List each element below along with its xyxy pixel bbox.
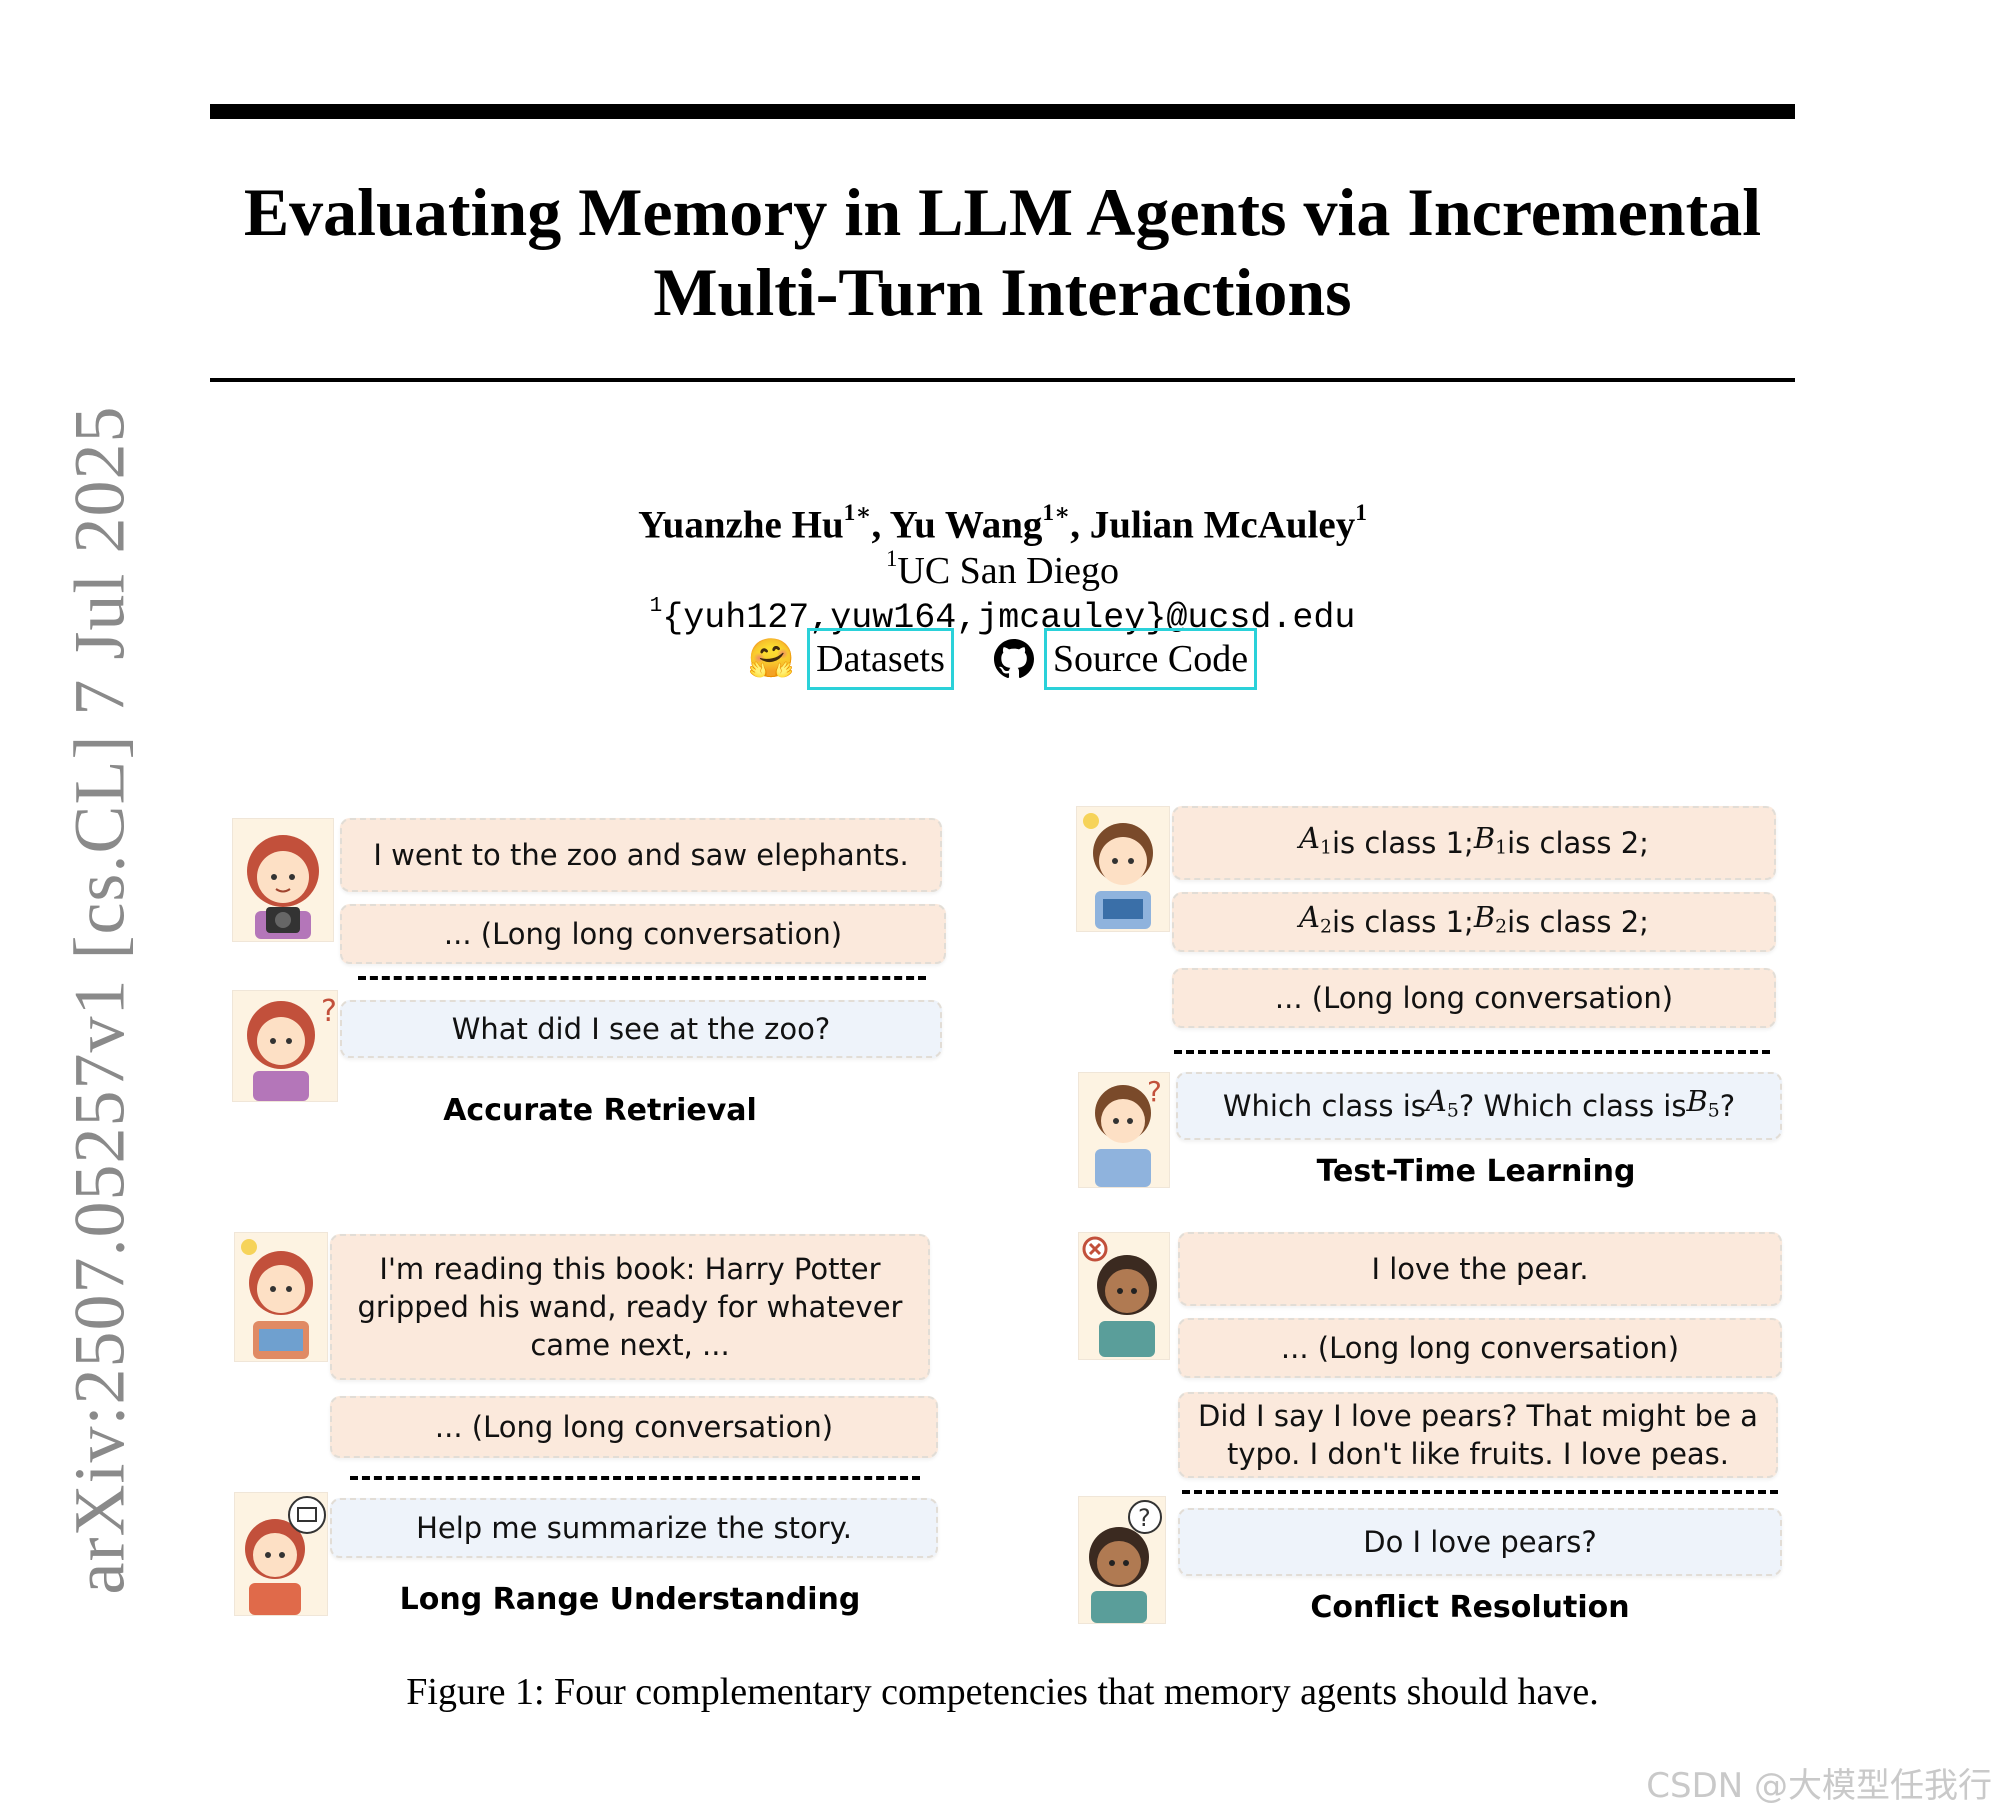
boy-reading-icon [1076, 806, 1170, 932]
lru-divider [350, 1476, 920, 1480]
thinking-girl-dark-hair-icon: ? [1078, 1496, 1166, 1624]
long-range-understanding-label: Long Range Understanding [399, 1582, 861, 1617]
retrieval-divider [358, 976, 926, 980]
retrieval-statement-bubble: I went to the zoo and saw elephants. [340, 818, 942, 892]
cr-correction-bubble: Did I say I love pears? That might be a … [1178, 1392, 1778, 1478]
arxiv-identifier: arXiv:2507.05257v1 [cs.CL] 7 Jul 2025 [59, 405, 140, 1595]
datasets-link[interactable]: Datasets [807, 628, 954, 690]
author-name: Yuanzhe Hu [638, 503, 844, 547]
accurate-retrieval-label: Accurate Retrieval [443, 1093, 757, 1128]
cr-question-bubble: Do I love pears? [1178, 1508, 1782, 1576]
figure-caption: Figure 1: Four complementary competencie… [406, 1671, 1599, 1713]
author-list: Yuanzhe Hu1∗, Yu Wang1∗, Julian McAuley1 [638, 500, 1367, 547]
author-name: Yu Wang [889, 503, 1043, 547]
top-rule [210, 104, 1795, 119]
cr-statement-bubble: I love the pear. [1178, 1232, 1782, 1306]
hugging-face-icon: 🤗 [747, 638, 796, 680]
girl-book-thought-icon [234, 1492, 328, 1616]
cr-conversation-bubble: ... (Long long conversation) [1178, 1318, 1782, 1378]
girl-with-camera-icon [232, 818, 334, 942]
ttl-conversation-bubble: ... (Long long conversation) [1172, 968, 1776, 1028]
retrieval-question-bubble: What did I see at the zoo? [340, 1000, 942, 1058]
retrieval-conversation-bubble: ... (Long long conversation) [340, 904, 946, 964]
ttl-divider [1174, 1050, 1770, 1054]
github-icon [993, 639, 1034, 679]
author-emails: 1{yuh127,yuw164,jmcauley}@ucsd.edu [649, 595, 1356, 638]
svg-text:?: ? [1147, 1075, 1162, 1108]
source-code-link[interactable]: Source Code [1043, 628, 1258, 690]
ttl-question-bubble: Which class is A5? Which class is B5? [1176, 1072, 1782, 1140]
conflict-resolution-label: Conflict Resolution [1310, 1590, 1630, 1625]
thinking-girl-icon: ? [232, 990, 338, 1102]
lru-conversation-bubble: ... (Long long conversation) [330, 1396, 938, 1458]
author-name: Julian McAuley [1089, 503, 1356, 547]
girl-wrong-icon [1078, 1232, 1170, 1360]
watermark: CSDN @大模型任我行 [1646, 1766, 1992, 1806]
svg-text:?: ? [1138, 1504, 1151, 1532]
lru-book-bubble: I'm reading this book: Harry Potter grip… [330, 1234, 930, 1380]
resource-links: 🤗 Datasets Source Code [210, 628, 1795, 690]
thinking-boy-icon: ? [1078, 1072, 1170, 1188]
paper-title: Evaluating Memory in LLM Agents via Incr… [243, 174, 1762, 330]
cr-divider [1182, 1490, 1778, 1494]
affiliation: 1UC San Diego [885, 546, 1120, 593]
svg-text:?: ? [321, 994, 337, 1029]
lru-question-bubble: Help me summarize the story. [330, 1498, 938, 1558]
test-time-learning-label: Test-Time Learning [1316, 1154, 1636, 1189]
title-rule [210, 378, 1795, 382]
ttl-example-1-bubble: A1 is class 1; B1 is class 2; [1172, 806, 1776, 880]
ttl-example-2-bubble: A2 is class 1; B2 is class 2; [1172, 892, 1776, 952]
girl-reading-icon [234, 1232, 328, 1362]
